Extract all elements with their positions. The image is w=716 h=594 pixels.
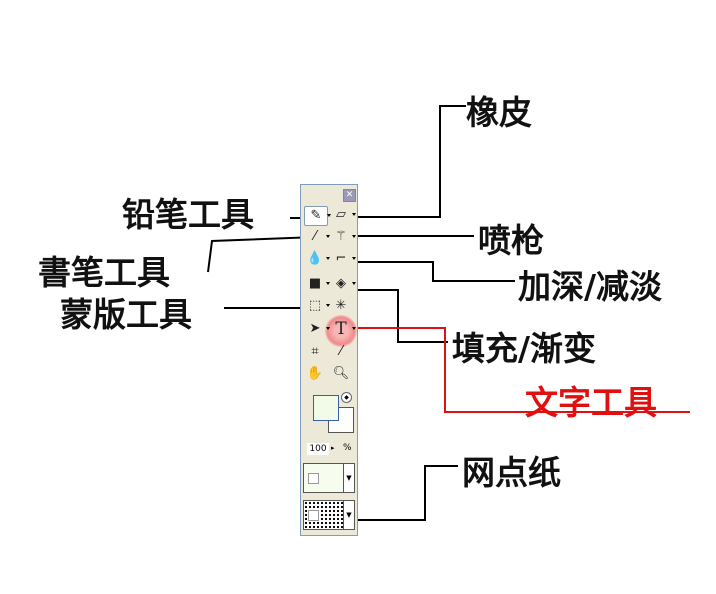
eraser-tool-icon[interactable]: ▱ — [330, 206, 356, 224]
zoom-arrow-icon[interactable]: ▸ — [331, 444, 335, 452]
zoom-unit: % — [343, 443, 352, 453]
texture-swatch — [308, 473, 319, 484]
dropdown-arrow-icon[interactable]: ▼ — [343, 464, 354, 492]
burn-tool-icon[interactable]: 💧 — [304, 250, 330, 268]
zoom-level-field[interactable]: 100 — [307, 443, 329, 455]
text-tool-icon[interactable]: T — [330, 320, 356, 338]
label-airbrush: 喷枪 — [478, 221, 544, 260]
label-brush: 書笔工具 — [38, 253, 170, 292]
label-screentone: 网点纸 — [462, 453, 561, 492]
foreground-color-swatch[interactable] — [313, 395, 339, 421]
close-button[interactable]: ✕ — [343, 189, 356, 202]
dodge-tool-icon[interactable]: ⌐ — [330, 250, 356, 268]
texture-dropdown[interactable]: ▼ — [303, 463, 355, 493]
label-eraser: 橡皮 — [466, 93, 532, 132]
move-tool-icon[interactable]: ➤ — [304, 320, 330, 338]
toolbox-panel: ✕ ✎ ▱ ⁄ ⚚ 💧 ⌐ ■ ◈ ⬚ ✳ ➤ T ⌗ ⁄ ✋ 🔍︎ ◆ 100… — [300, 184, 358, 536]
screentone-dropdown[interactable]: ▼ — [303, 500, 355, 530]
label-burn-dodge: 加深/减淡 — [518, 267, 663, 306]
screentone-swatch — [308, 510, 319, 521]
fill-bucket-icon[interactable]: ◈ — [330, 275, 356, 293]
magic-wand-icon[interactable]: ✳ — [335, 298, 347, 313]
airbrush-tool-icon[interactable]: ⚚ — [330, 228, 356, 246]
zoom-tool-icon[interactable]: 🔍︎ — [332, 366, 350, 381]
hand-tool-icon[interactable]: ✋ — [306, 366, 324, 381]
label-mask: 蒙版工具 — [60, 295, 192, 334]
label-text-tool: 文字工具 — [525, 383, 657, 422]
gradient-tool-icon[interactable]: ■ — [304, 275, 330, 293]
text-tool-highlight — [325, 315, 357, 347]
eyedropper-icon[interactable]: ⁄ — [339, 344, 343, 359]
marquee-tool-icon[interactable]: ⬚ — [304, 297, 330, 315]
dropdown-arrow-icon[interactable]: ▼ — [343, 501, 354, 529]
crop-tool-icon[interactable]: ⌗ — [311, 344, 319, 359]
label-fill-gradient: 填充/渐变 — [452, 329, 597, 368]
label-pencil: 铅笔工具 — [122, 195, 254, 234]
swap-colors-icon[interactable]: ◆ — [341, 392, 352, 403]
brush-tool-icon[interactable]: ⁄ — [304, 228, 330, 246]
pencil-tool-icon[interactable]: ✎ — [304, 206, 331, 226]
